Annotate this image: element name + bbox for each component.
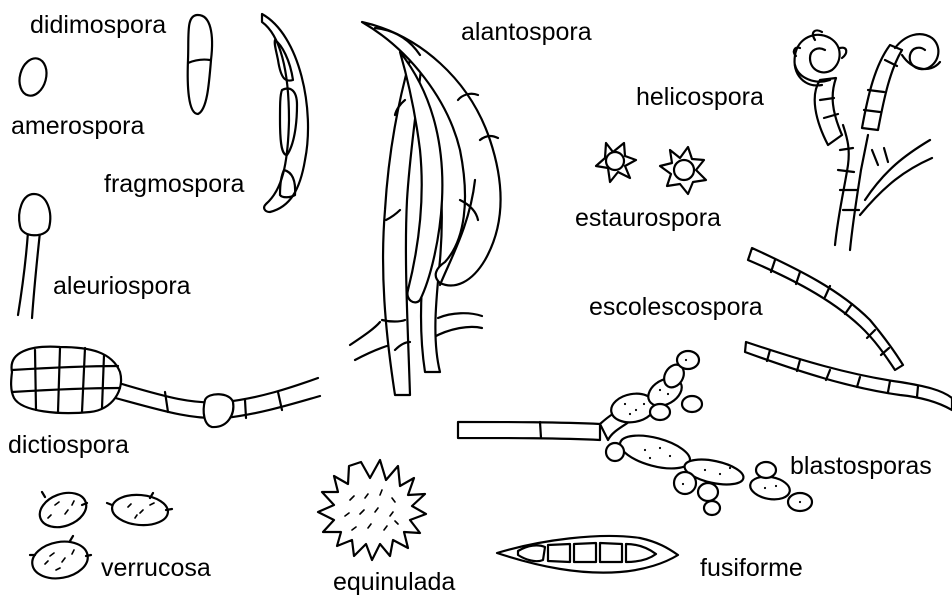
didimospora-drawing bbox=[188, 15, 212, 114]
escolescospora-drawing bbox=[745, 248, 952, 410]
label-equinulada: equinulada bbox=[333, 570, 455, 595]
label-fragmospora: fragmospora bbox=[104, 172, 244, 197]
label-blastosporas: blastosporas bbox=[790, 454, 932, 479]
blastosporas-drawing bbox=[458, 351, 812, 515]
fragmospora-drawing bbox=[262, 14, 308, 212]
label-aleuriospora: aleuriospora bbox=[53, 274, 191, 299]
helicospora-drawing bbox=[794, 30, 940, 250]
label-amerospora: amerospora bbox=[11, 114, 144, 139]
amerospora-drawing bbox=[16, 55, 51, 98]
label-verrucosa: verrucosa bbox=[101, 556, 211, 581]
label-didimospora: didimospora bbox=[30, 13, 166, 38]
aleuriospora-drawing bbox=[18, 194, 50, 318]
equinulada-drawing bbox=[318, 460, 426, 560]
label-alantospora: alantospora bbox=[461, 20, 592, 45]
fusiforme-drawing bbox=[497, 536, 678, 573]
label-escolescospora: escolescospora bbox=[589, 295, 763, 320]
label-estaurospora: estaurospora bbox=[575, 206, 721, 231]
alantospora-drawing bbox=[350, 22, 501, 395]
label-dictiospora: dictiospora bbox=[8, 433, 129, 458]
estaurospora-drawing bbox=[596, 143, 706, 194]
label-helicospora: helicospora bbox=[636, 85, 764, 110]
dictiospora-drawing bbox=[11, 347, 320, 427]
label-fusiforme: fusiforme bbox=[700, 556, 803, 581]
